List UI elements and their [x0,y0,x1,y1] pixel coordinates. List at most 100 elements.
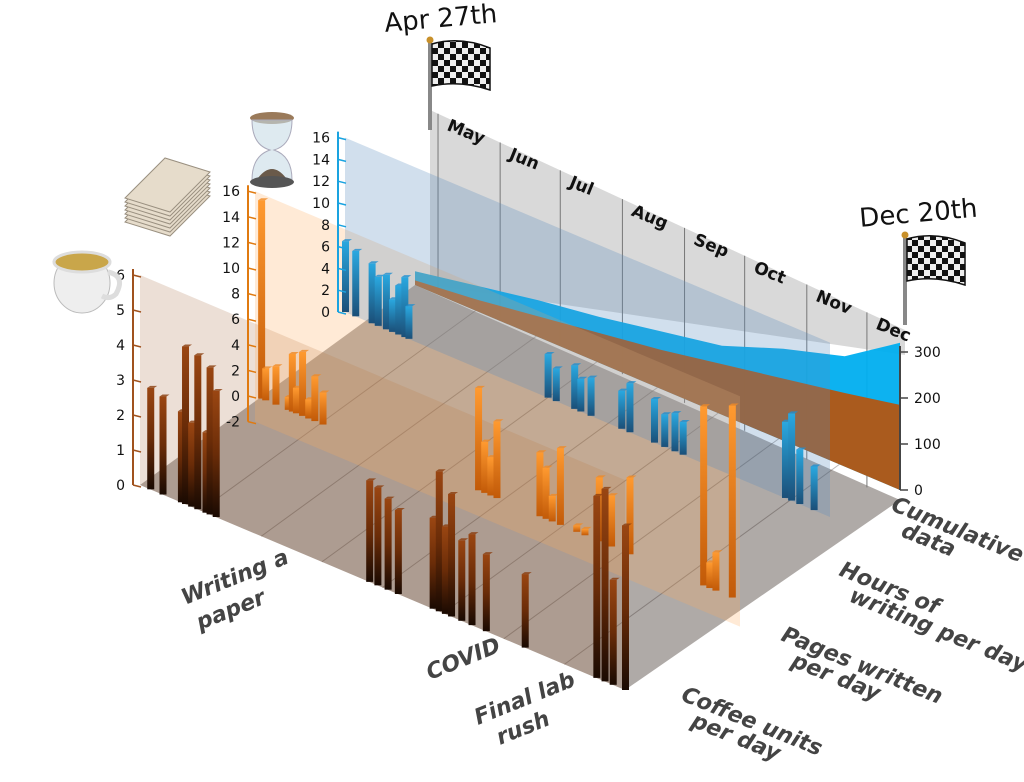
bar-coffee-units-per-day [521,574,529,648]
bar-hours-of-writing-per-day [651,399,659,443]
bar-hours-of-writing-per-day [626,383,634,433]
bar-top [394,507,405,510]
bar-hours-of-writing-per-day [796,449,804,505]
bar-pages-written-per-day [299,351,307,416]
bar-top [581,526,592,529]
bar-top [368,261,379,264]
bar-coffee-units-per-day [159,396,167,495]
bar-coffee-units-per-day [206,367,214,515]
bar-pages-written-per-day [288,353,296,412]
bar-top [542,465,553,468]
y-tick [247,369,257,374]
y-tick-label: 8 [321,218,330,234]
flag-pole-knob [901,231,909,239]
bar-top [661,412,672,415]
bar-pages-written-per-day [481,441,489,493]
floor-plane [140,285,900,690]
bar-top [194,353,205,356]
bar-coffee-units-per-day [394,509,402,594]
y-tick-label: 6 [231,312,240,328]
y-tick [132,309,142,313]
bar-top [671,411,682,414]
bar-coffee-units-per-day [194,355,202,510]
bar-top [728,403,739,406]
bar-top [401,275,412,278]
bar-coffee-units-per-day [448,493,456,617]
y-tick-label: 200 [914,391,941,407]
bar-top [405,304,416,307]
bar-hours-of-writing-per-day [368,263,376,324]
bar-top [159,394,170,397]
y-tick-label: 12 [222,235,240,251]
y-tick [337,158,347,163]
bar-pages-written-per-day [487,457,495,496]
hourglass-sand [258,169,286,178]
bar-top [288,351,299,354]
y-tick-label: 0 [321,305,330,321]
bar-hours-of-writing-per-day [374,276,382,326]
bar-hours-of-writing-per-day [405,306,413,339]
bar-pages-written-per-day [272,366,280,405]
y-tick [247,241,257,246]
bar-coffee-units-per-day [622,525,629,690]
y-tick [247,267,257,271]
bar-top [319,390,330,393]
bar-top [182,344,193,347]
bar-top [544,352,555,355]
bar-top [493,419,504,422]
bar-top [595,475,606,478]
bar-pages-written-per-day [305,399,313,419]
bar-hours-of-writing-per-day [781,421,789,498]
bar-top [311,374,322,377]
coffee-cup-icon [52,250,123,314]
cup-coffee [52,250,112,274]
bar-coffee-units-per-day [366,480,374,582]
y-tick-label: -2 [226,415,240,431]
y-tick-label: 2 [116,408,125,424]
bar-top [712,550,723,553]
y-tick [337,202,347,206]
bar-top [700,404,711,407]
bar-top [272,364,283,367]
bar-top [475,385,486,388]
y-tick-label: 16 [222,184,240,200]
y-tick [247,344,257,348]
y-tick-label: 4 [231,338,240,354]
floor-gridline [260,335,537,537]
bar-pages-written-per-day [626,477,634,555]
bar-pages-written-per-day [284,397,292,410]
bar-pages-written-per-day [728,405,736,598]
y-tick-label: 16 [312,131,330,147]
bar-top [796,447,807,450]
y-tick [337,245,347,250]
bar-top [206,365,217,368]
bar-pages-written-per-day [475,387,483,491]
y-tick-label: 12 [312,174,330,190]
bar-hours-of-writing-per-day [352,250,360,317]
hourglass-icon [250,112,294,188]
y-tick-label: 4 [321,261,330,277]
bar-pages-written-per-day [556,448,564,525]
bar-hours-of-writing-per-day [618,390,626,429]
bar-top [258,198,269,201]
y-tick [132,414,142,418]
hourglass-base [250,176,294,188]
checkered-flag-icon [431,40,491,92]
y-tick-label: 1 [116,443,125,459]
bar-coffee-units-per-day [609,579,617,685]
y-tick [337,289,347,293]
bar-top [374,485,385,488]
bar-top [573,523,584,526]
y-tick [132,484,142,488]
bar-top [810,464,821,467]
y-tick-label: 6 [321,240,330,256]
bar-top [626,475,637,478]
bar-top [435,469,446,472]
bar-coffee-units-per-day [468,534,476,626]
bar-coffee-units-per-day [384,498,392,590]
bar-pages-written-per-day [311,376,319,422]
bar-pages-written-per-day [608,495,616,547]
y-tick-label: 2 [321,283,330,299]
annotation-label: COVID [423,633,504,685]
bar-top [374,274,385,277]
